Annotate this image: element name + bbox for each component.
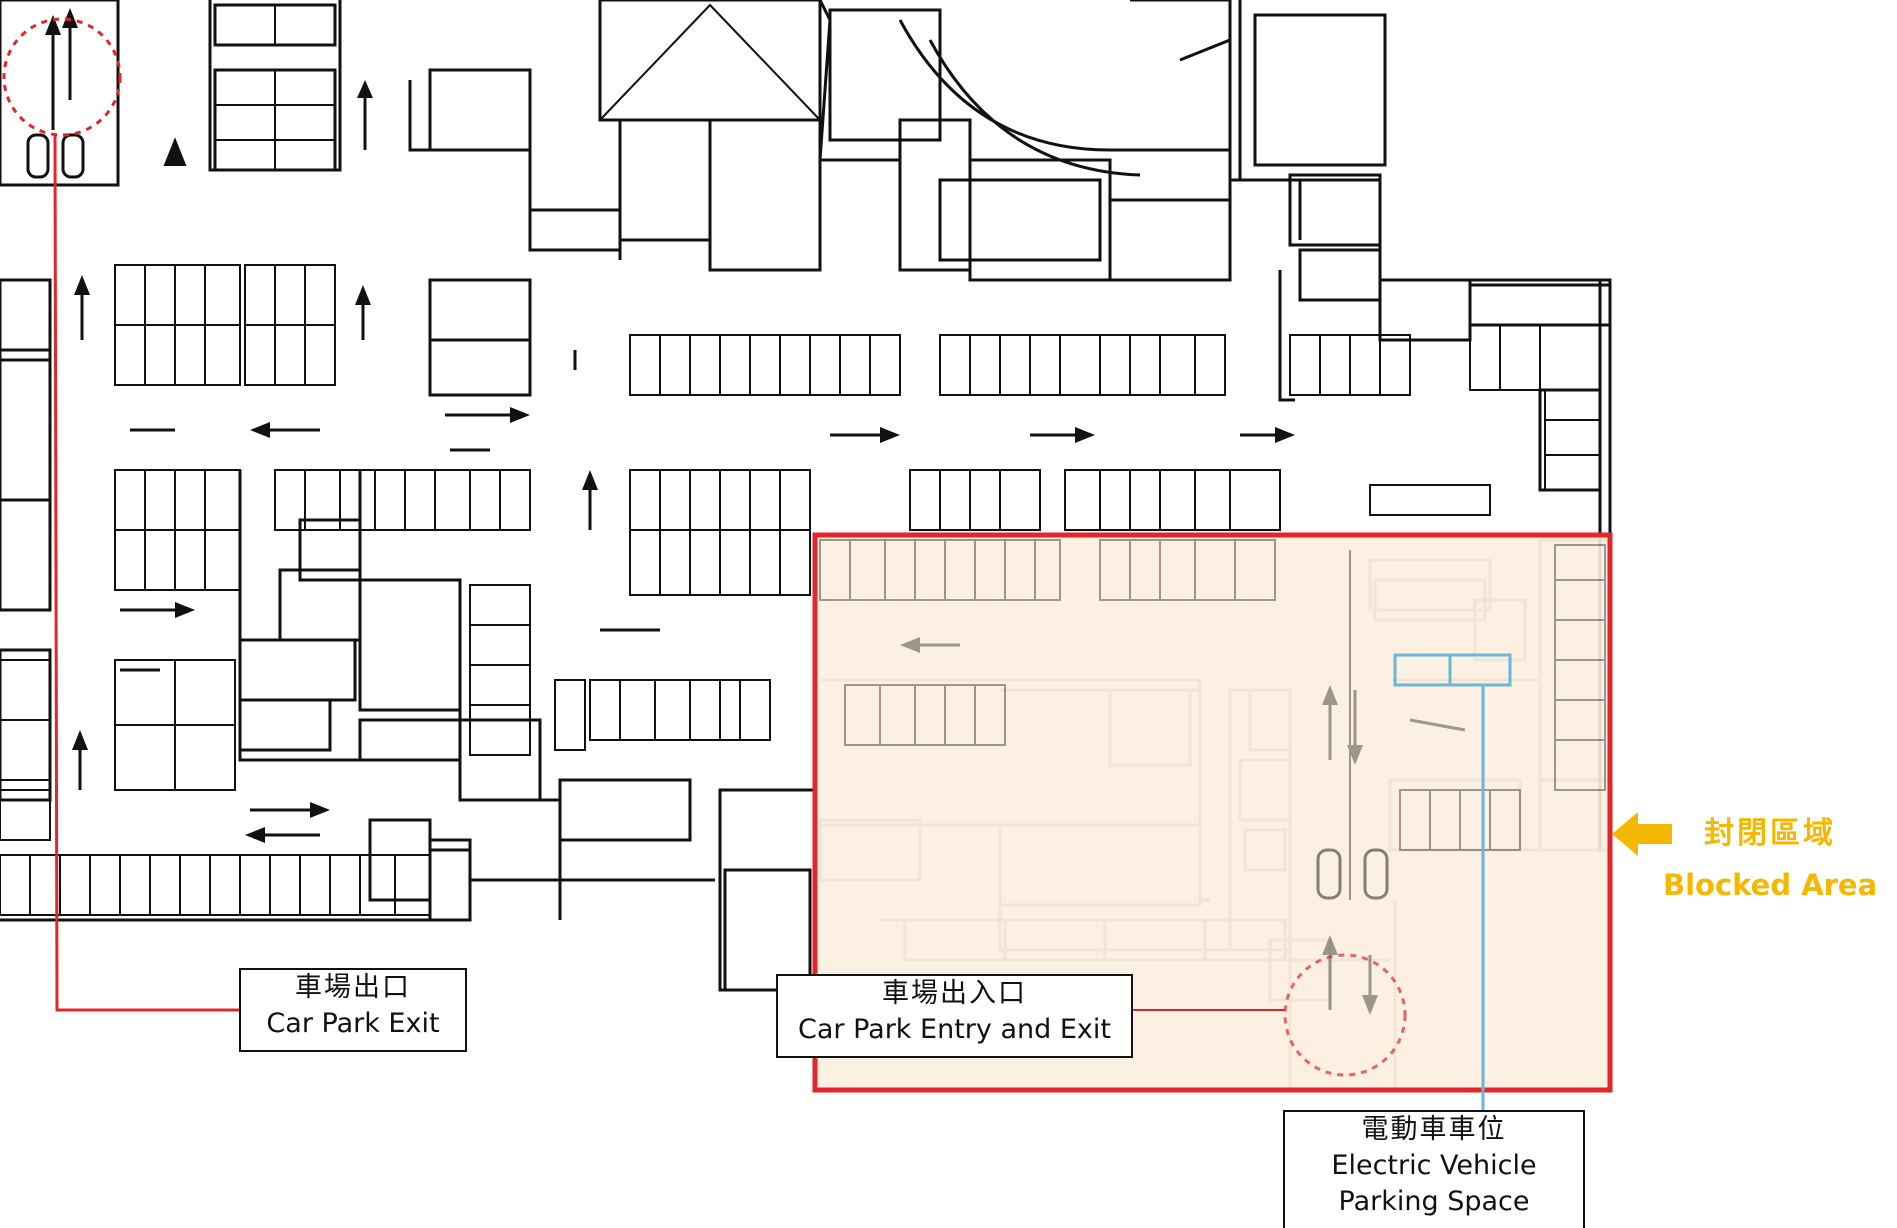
- ev-parking-label-zh: 電動車車位: [1361, 1114, 1507, 1145]
- traffic-arrows: [45, 8, 1295, 843]
- blocked-area-legend-zh: 封閉區域: [1704, 816, 1836, 851]
- exit-leader-line: [53, 134, 240, 1012]
- parking-bays: [0, 4, 1601, 916]
- car-icon: [26, 133, 85, 179]
- left-arrow-icon: [1612, 812, 1672, 856]
- car-park-exit-label-en: Car Park Exit: [266, 1008, 440, 1039]
- blocked-area-legend: 封閉區域 Blocked Area: [1612, 808, 1897, 918]
- ev-parking-label: 電動車車位 Electric Vehicle Parking Space: [1283, 1110, 1585, 1228]
- entry-exit-marker-circle: [1283, 953, 1407, 1077]
- car-park-entry-exit-label: 車場出入口 Car Park Entry and Exit: [776, 974, 1133, 1058]
- ev-parking-highlight: [1393, 653, 1512, 687]
- blocked-area-legend-en: Blocked Area: [1663, 868, 1878, 902]
- blocked-area-contents: [819, 539, 1606, 1015]
- ev-parking-label-en-line1: Electric Vehicle: [1331, 1150, 1537, 1181]
- exit-marker-circle: [2, 17, 122, 137]
- ev-parking-label-en-line2: Parking Space: [1338, 1186, 1530, 1217]
- car-park-entry-exit-label-en: Car Park Entry and Exit: [798, 1014, 1111, 1045]
- car-park-entry-exit-label-zh: 車場出入口: [882, 978, 1027, 1009]
- car-park-exit-label: 車場出口 Car Park Exit: [239, 968, 467, 1052]
- car-icon: [1316, 848, 1389, 900]
- car-park-exit-label-zh: 車場出口: [295, 972, 411, 1003]
